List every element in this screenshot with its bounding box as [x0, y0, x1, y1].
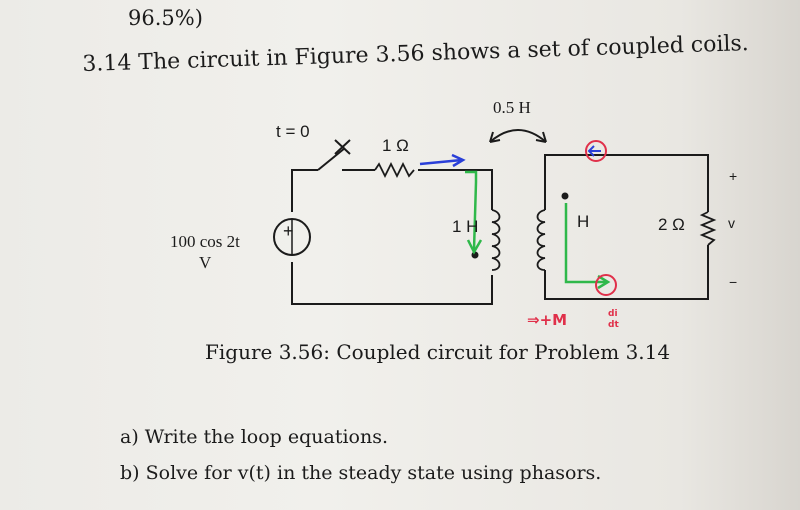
- resistor-1-symbol: [374, 161, 415, 179]
- previous-answer-fragment: 96.5%): [128, 6, 203, 30]
- right-bottom-wire: [544, 245, 709, 300]
- left-top-wire: [291, 169, 318, 212]
- output-v: v: [728, 215, 735, 231]
- handwritten-frac-bottom: dt: [608, 320, 619, 330]
- left-loop-wires: [291, 139, 493, 305]
- left-bottom-wire: [291, 262, 493, 305]
- mutual-inductance-label: 0.5 H: [493, 98, 531, 117]
- switch-open-mark: [334, 139, 351, 155]
- resistor-to-coil-wire: [418, 169, 493, 210]
- question-a-text: Write the loop equations.: [144, 426, 389, 448]
- dot-coil-2: [561, 192, 569, 200]
- right-top-wire: [544, 154, 709, 212]
- resistor-1-label: 1 Ω: [382, 136, 409, 155]
- output-minus: −: [729, 274, 737, 290]
- resistor-2-label: 2 Ω: [658, 215, 685, 234]
- source-plus: +: [283, 221, 294, 241]
- red-circle-top: [585, 140, 607, 162]
- handwritten-frac-top: di: [608, 309, 618, 319]
- question-b: b) Solve for v(t) in the steady state us…: [120, 462, 601, 484]
- figure-caption: Figure 3.56: Coupled circuit for Problem…: [205, 340, 671, 364]
- inductor-2-label: H: [577, 212, 589, 231]
- inductor-1-symbol: [491, 209, 501, 271]
- inductor-2-symbol: [536, 209, 546, 271]
- green-path-left: [465, 170, 478, 251]
- question-b-label: b): [120, 462, 140, 484]
- switch-blade: [317, 147, 346, 171]
- resistor-2-symbol: [699, 211, 717, 246]
- coupling-arrowheads: [489, 131, 547, 143]
- question-a-label: a): [120, 426, 139, 448]
- source-label-line1: 100 cos 2t: [170, 232, 240, 251]
- blue-small-arrow: [587, 145, 601, 157]
- green-path-right: [564, 203, 606, 284]
- source-label-line2: V: [199, 253, 212, 272]
- coupling-arrow: [489, 129, 547, 143]
- blue-arrowhead: [451, 153, 466, 168]
- output-plus: +: [729, 168, 737, 184]
- inductor-1-label: 1 H: [452, 217, 478, 236]
- handwritten-note: ⇒+M: [527, 311, 567, 329]
- green-arrowhead-right: [597, 274, 611, 290]
- red-circle-bottom: [595, 274, 617, 296]
- question-a: a) Write the loop equations.: [120, 426, 388, 448]
- green-arrowhead-left: [466, 239, 483, 255]
- question-b-text: Solve for v(t) in the steady state using…: [145, 462, 602, 484]
- blue-current-arrow: [419, 158, 463, 166]
- right-loop-wires: [544, 154, 709, 300]
- switch-label: t = 0: [276, 122, 310, 141]
